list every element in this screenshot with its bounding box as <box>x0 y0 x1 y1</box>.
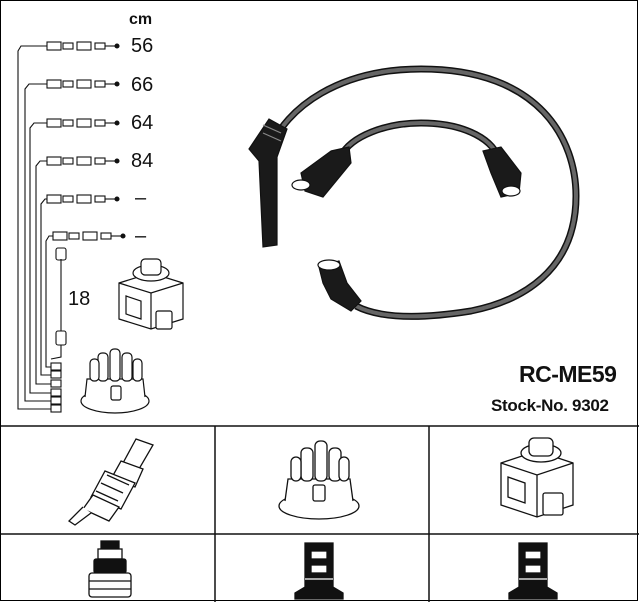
straight-boot-icon <box>248 118 288 248</box>
lead-terminal-1 <box>46 41 120 51</box>
small-distributor-cap-icon <box>80 348 150 414</box>
angled-boot-right-icon <box>482 146 522 198</box>
coil-lead-top-boot <box>55 247 67 261</box>
lead-line-3 <box>29 122 51 394</box>
connector-clip-right-icon <box>508 542 558 600</box>
lead-line-2 <box>24 83 51 402</box>
lead-line-1 <box>17 45 51 410</box>
lead-length-2: 66 <box>131 74 154 96</box>
angled-boot-left-icon <box>291 146 352 198</box>
lead-line-5 <box>40 198 51 376</box>
lead-length-6: – <box>135 225 147 247</box>
lead-terminal-5 <box>46 194 120 204</box>
table-grid <box>1 425 639 602</box>
lead-length-4: 84 <box>131 150 154 172</box>
lead-terminal-4 <box>46 156 120 166</box>
unit-label: cm <box>129 11 153 28</box>
ignition-cable-set <box>265 65 580 320</box>
lead-length-3: 64 <box>131 112 154 134</box>
lead-line-4 <box>35 160 51 385</box>
angled-boot-bottom-icon <box>317 259 362 312</box>
coil-lead-bottom-boot <box>55 330 67 346</box>
stock-number: Stock-No. 9302 <box>491 396 609 415</box>
lead-length-5: – <box>135 187 147 209</box>
cable-long <box>267 66 579 319</box>
coil-lead-length: 18 <box>68 288 91 310</box>
distributor-cap-icon <box>278 440 360 520</box>
lead-terminal-2 <box>46 79 120 89</box>
lead-terminal-6 <box>52 231 126 241</box>
model-number: RC-ME59 <box>519 361 617 387</box>
lead-terminals <box>46 41 126 241</box>
lead-length-1: 56 <box>131 35 154 57</box>
cable-short <box>339 120 501 162</box>
connector-clip-center-icon <box>294 542 344 600</box>
small-ignition-coil-icon <box>118 258 184 330</box>
lead-terminal-3 <box>46 118 120 128</box>
coil-lead-tail <box>50 345 62 360</box>
lead-schematic <box>17 45 67 413</box>
cable-short-outline <box>337 119 503 162</box>
spark-plug-icon <box>67 438 154 526</box>
lead-line-6 <box>45 235 53 368</box>
connector-boot-icon <box>88 540 132 598</box>
bottom-connectors <box>50 362 62 413</box>
ignition-coil-icon <box>500 437 574 518</box>
